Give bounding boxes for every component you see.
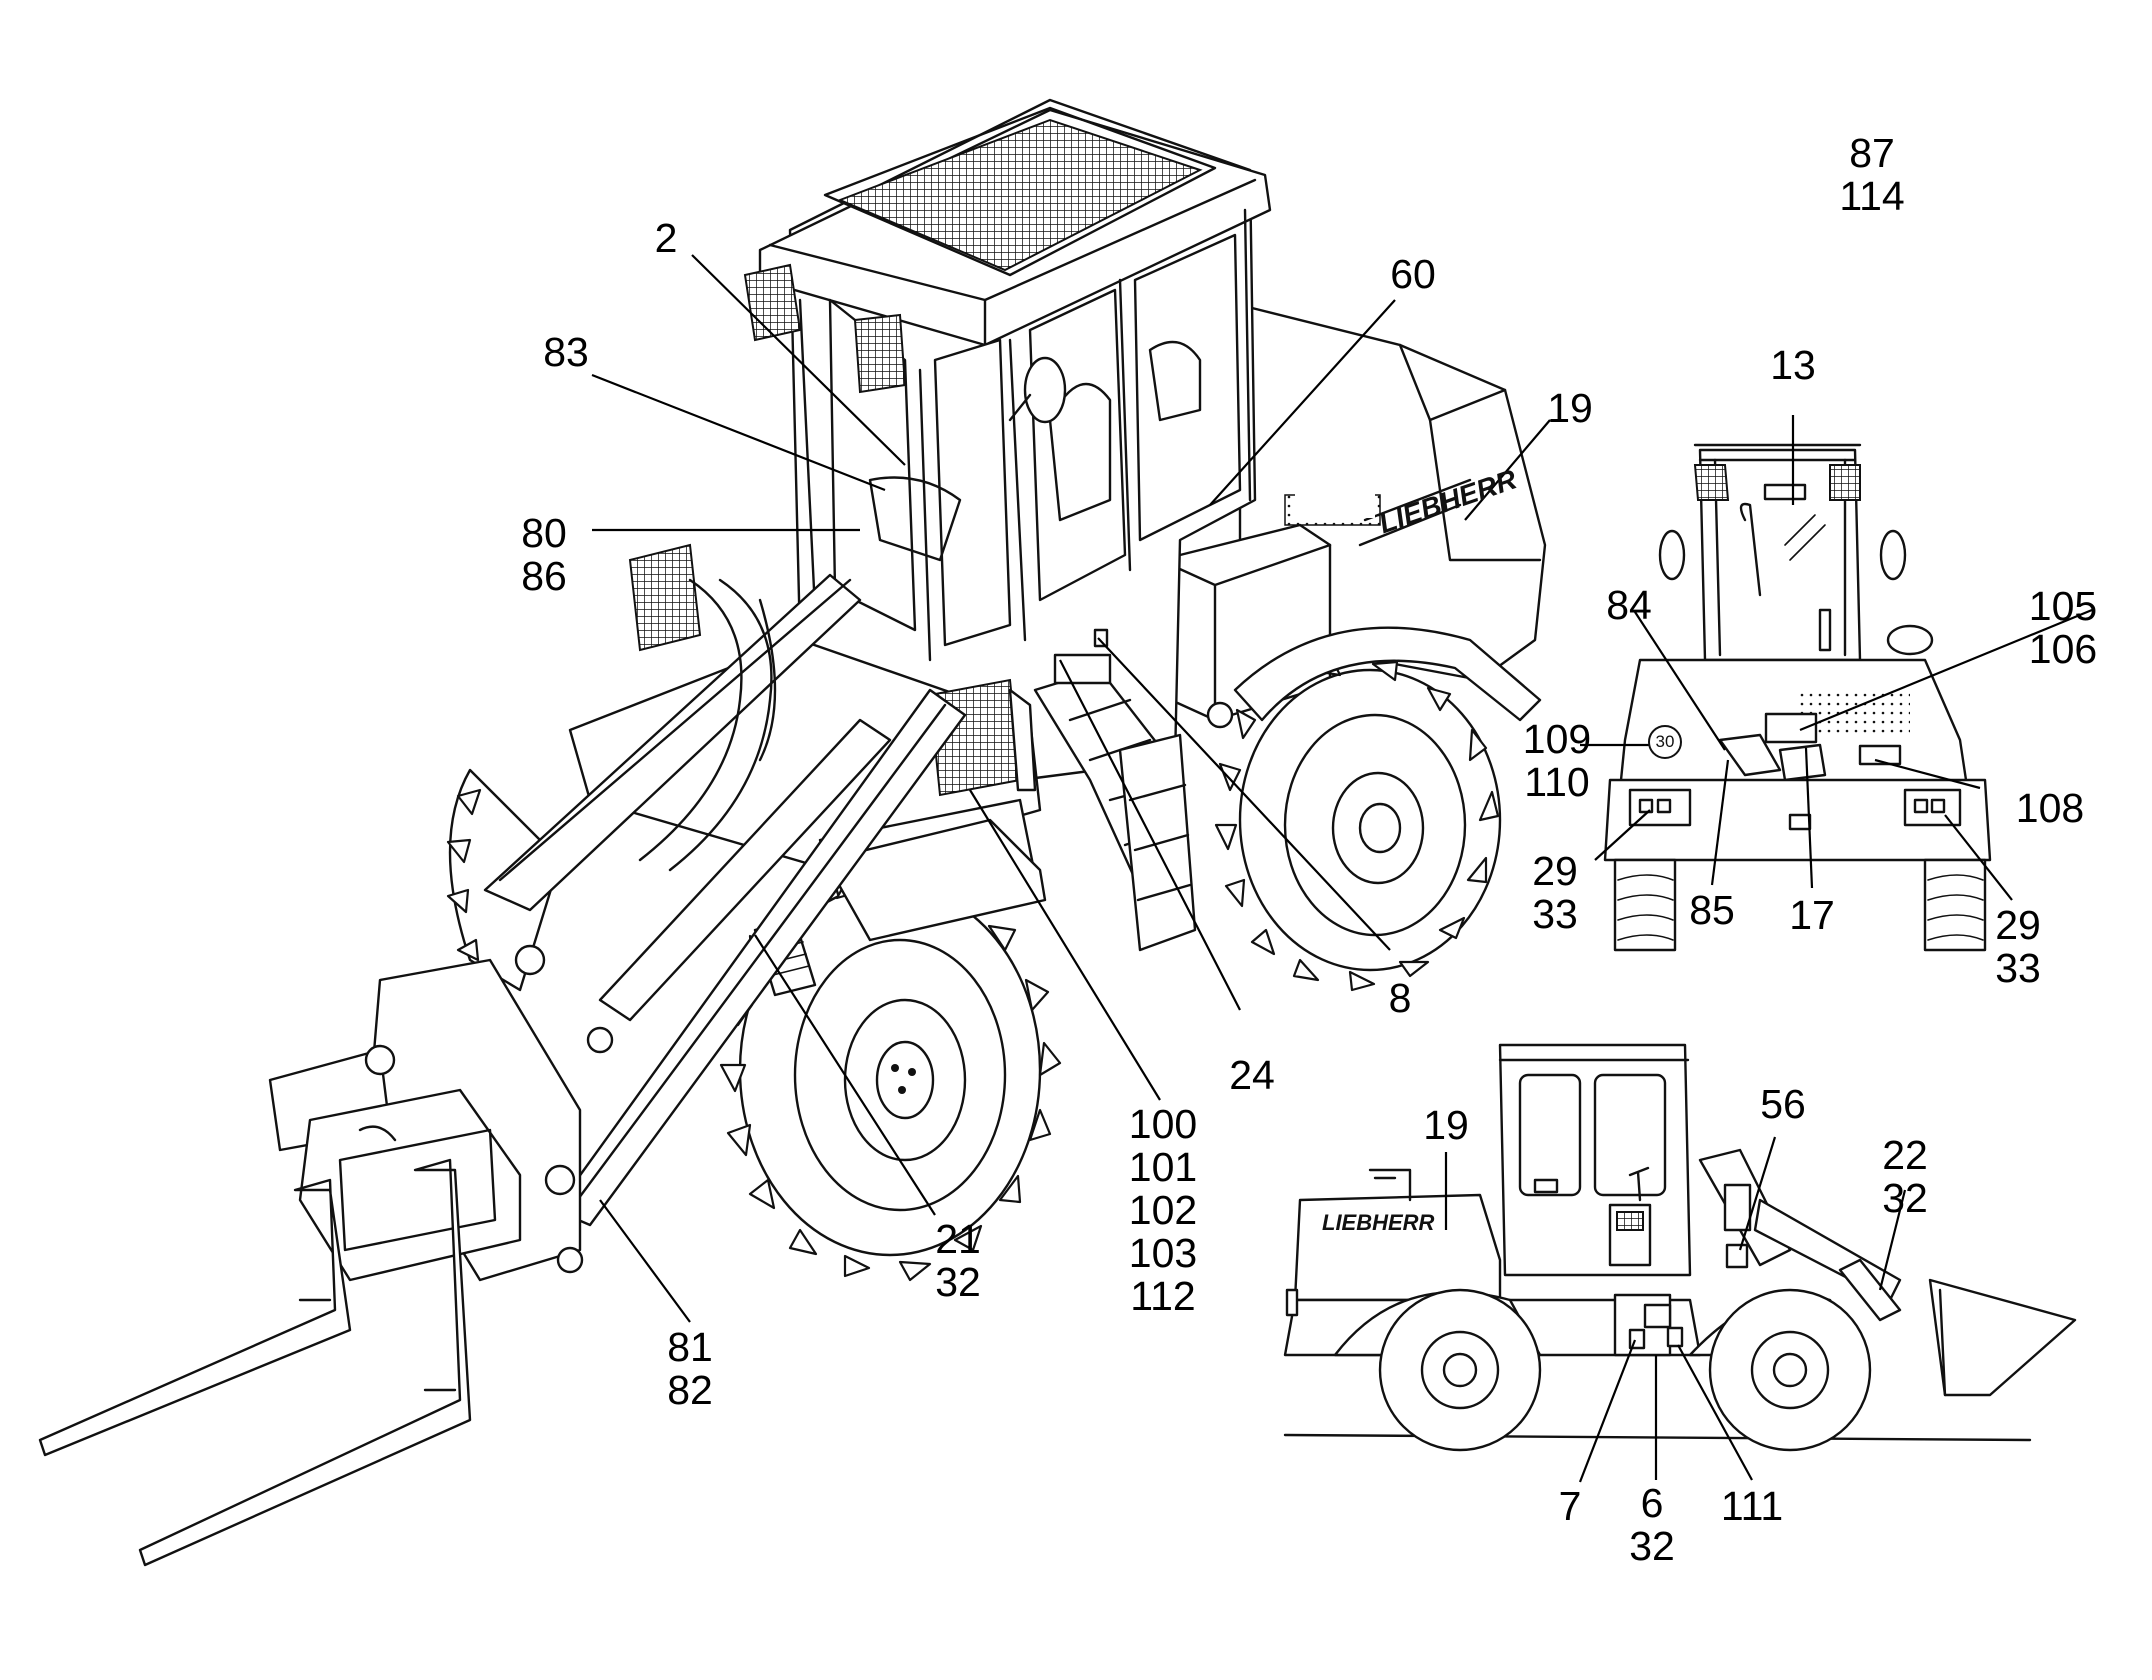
- callout-19-side: 19: [1423, 1102, 1469, 1148]
- callout-6-32: 6 32: [1629, 1482, 1675, 1568]
- callout-17: 17: [1789, 892, 1835, 938]
- callout-13: 13: [1770, 342, 1816, 388]
- callout-label: 32: [935, 1259, 981, 1305]
- callout-60: 60: [1390, 251, 1436, 297]
- callout-105-106: 105 106: [2029, 585, 2097, 671]
- callout-7: 7: [1558, 1483, 1582, 1529]
- callout-29-33-right: 29 33: [1995, 904, 2041, 990]
- callout-8: 8: [1388, 975, 1412, 1021]
- callout-label: 100: [1128, 1101, 1198, 1147]
- callout-100-112: 100 101 102 103 112: [1129, 1103, 1197, 1318]
- callout-24: 24: [1229, 1052, 1275, 1098]
- callout-109-110: 109 110: [1523, 718, 1591, 804]
- callout-label: 22: [1882, 1132, 1928, 1178]
- main-machine-drawing: [38, 98, 1547, 1567]
- side-brand-text: LIEBHERR: [1322, 1210, 1435, 1235]
- callout-label: 101: [1128, 1144, 1198, 1190]
- callout-label: 110: [1524, 759, 1590, 805]
- callout-label: 21: [935, 1216, 981, 1262]
- side-view-drawing: [1283, 1043, 2077, 1452]
- callout-87-114: 87 114: [1839, 132, 1904, 218]
- callout-label: 114: [1839, 173, 1905, 219]
- speed-limit-badge: 30: [1648, 725, 1682, 759]
- callout-label: 29: [1995, 902, 2041, 948]
- callout-label: 6: [1640, 1480, 1664, 1526]
- callout-label: 80: [521, 510, 567, 556]
- callout-label: 32: [1629, 1523, 1675, 1569]
- callout-111: 111: [1720, 1483, 1784, 1529]
- callout-label: 106: [2028, 626, 2098, 672]
- callout-29-33-left: 29 33: [1532, 850, 1578, 936]
- callout-label: 29: [1532, 848, 1578, 894]
- callout-2: 2: [654, 215, 678, 261]
- callout-label: 109: [1522, 716, 1592, 762]
- callout-84: 84: [1606, 582, 1652, 628]
- callout-81-82: 81 82: [667, 1326, 713, 1412]
- callout-label: 33: [1532, 891, 1578, 937]
- callout-label: 105: [2028, 583, 2098, 629]
- callout-label: 82: [667, 1367, 713, 1413]
- callout-label: 103: [1128, 1230, 1198, 1276]
- callout-85: 85: [1689, 887, 1735, 933]
- callout-label: 102: [1128, 1187, 1198, 1233]
- callout-label: 112: [1130, 1273, 1196, 1319]
- callout-label: 32: [1882, 1175, 1928, 1221]
- callout-108: 108: [2015, 785, 2085, 831]
- callout-label: 33: [1995, 945, 2041, 991]
- callout-80-86: 80 86: [521, 512, 567, 598]
- callout-21-32: 21 32: [935, 1218, 981, 1304]
- callout-label: 81: [667, 1324, 713, 1370]
- callout-22-32: 22 32: [1882, 1134, 1928, 1220]
- callout-label: 86: [521, 553, 567, 599]
- rear-view-drawing: [1603, 443, 1992, 952]
- callout-19-main: 19: [1547, 385, 1593, 431]
- callout-83: 83: [543, 329, 589, 375]
- callout-label: 87: [1849, 130, 1895, 176]
- callout-56: 56: [1760, 1081, 1806, 1127]
- leader-lines: [591, 254, 2093, 1483]
